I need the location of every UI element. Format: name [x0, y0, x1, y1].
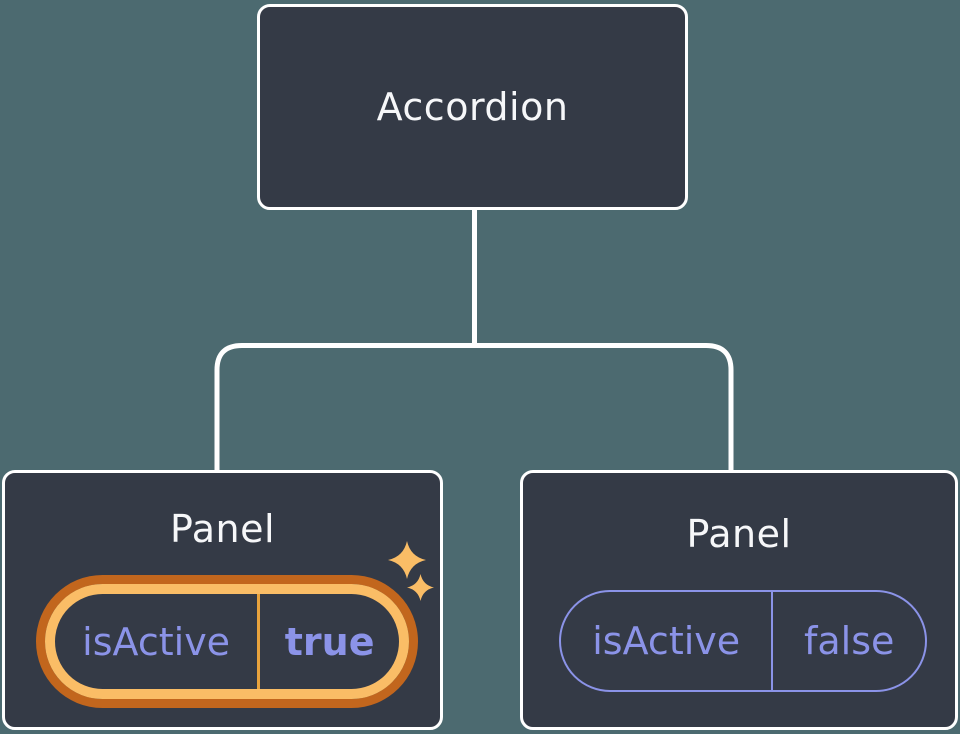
- state-key-label: isActive: [592, 619, 741, 663]
- accordion-label: Accordion: [376, 85, 569, 129]
- component-box-panel-active: Panel isActive true: [2, 470, 443, 730]
- sparkle-icon: [407, 574, 434, 601]
- state-value-label: false: [771, 592, 925, 690]
- state-pill-active: isActive true: [45, 584, 409, 699]
- panel-label: Panel: [686, 512, 792, 556]
- component-box-accordion: Accordion: [257, 4, 688, 210]
- state-pill-inactive: isActive false: [559, 590, 927, 692]
- sparkle-icon: [386, 541, 428, 579]
- panel-label: Panel: [169, 507, 275, 551]
- connector-branch: [214, 343, 734, 471]
- component-box-panel-inactive: Panel isActive false: [520, 470, 958, 730]
- state-key-label: isActive: [82, 619, 231, 664]
- state-value-label: true: [257, 594, 399, 689]
